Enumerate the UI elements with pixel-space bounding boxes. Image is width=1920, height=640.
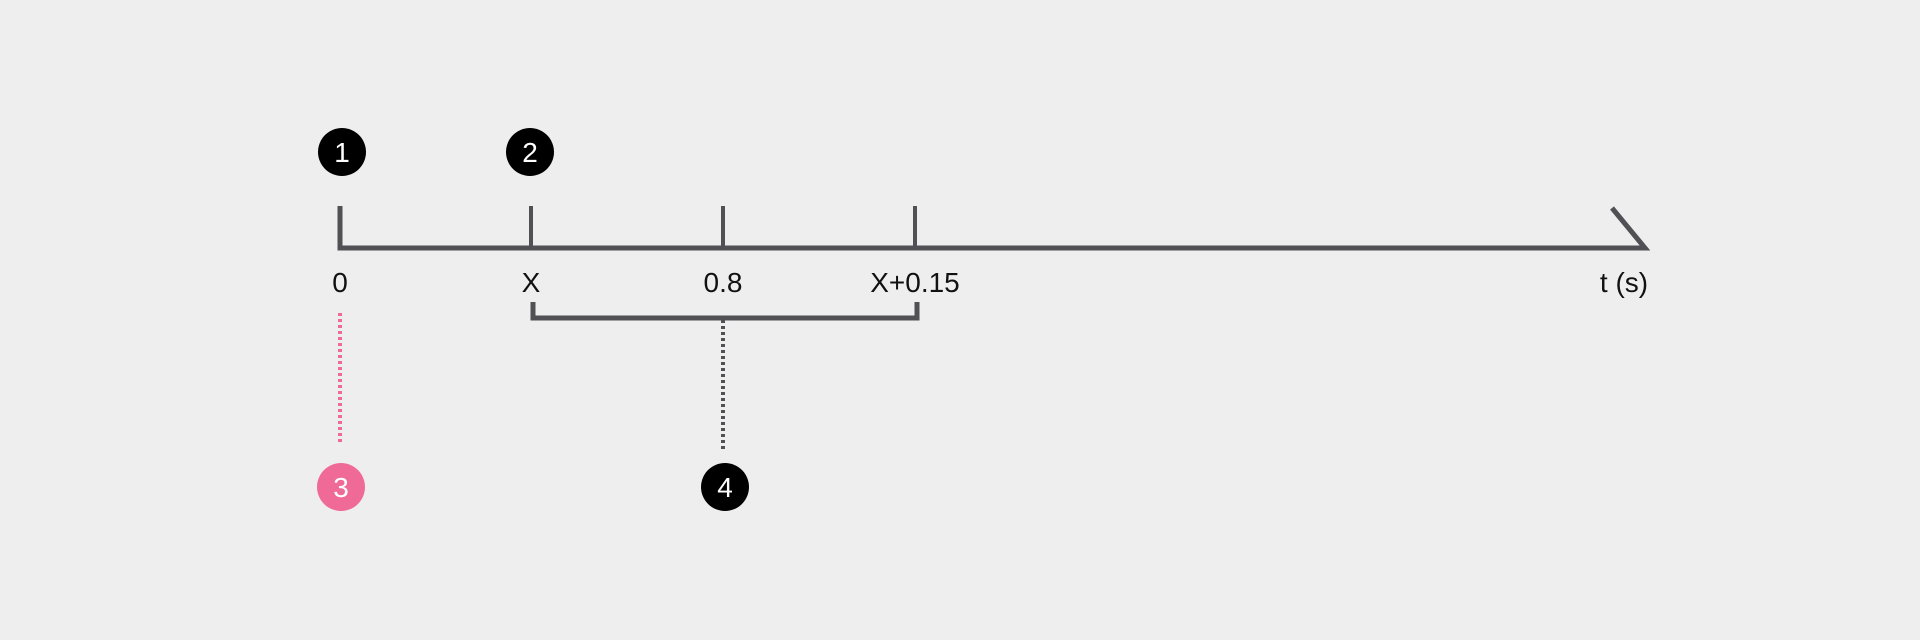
marker-3: 3 xyxy=(317,463,365,511)
tick-label-0-8: 0.8 xyxy=(704,267,743,298)
marker-1-label: 1 xyxy=(334,137,350,168)
marker-4-label: 4 xyxy=(717,472,733,503)
marker-1-circle xyxy=(318,128,366,176)
marker-2-label: 2 xyxy=(522,137,538,168)
time-axis xyxy=(337,206,1651,251)
marker-2: 2 xyxy=(506,128,554,176)
marker-2-circle xyxy=(506,128,554,176)
marker-3-circle xyxy=(317,463,365,511)
tick-label-x: X xyxy=(522,267,541,298)
marker-1: 1 xyxy=(318,128,366,176)
interval-bracket xyxy=(530,302,920,321)
marker-4-circle xyxy=(701,463,749,511)
tick-label-x-plus-0-15: X+0.15 xyxy=(870,267,960,298)
axis-unit-label: t (s) xyxy=(1600,267,1648,298)
tick-label-0: 0 xyxy=(332,267,348,298)
marker-3-label: 3 xyxy=(333,472,349,503)
marker-4: 4 xyxy=(701,463,749,511)
